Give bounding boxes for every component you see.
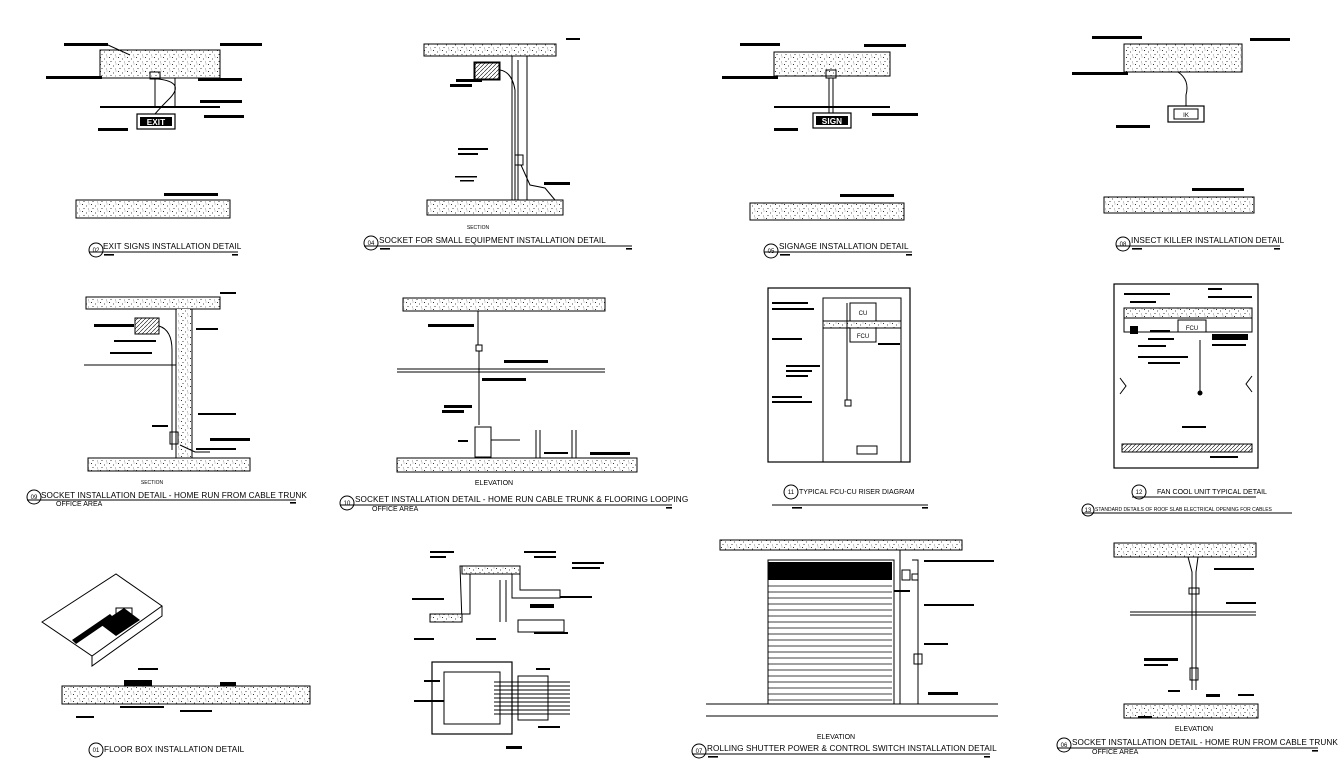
detail-12-fan-coil-unit: FCU 12 FAN COOL UNIT TYPICAL DETAIL 13 S… (1081, 283, 1292, 517)
exit-sign-text: EXIT (147, 118, 166, 127)
svg-text:FCU: FCU (857, 334, 869, 340)
detail-08-insect-killer: IK 08 INSECT KILLER INSTALLATION DETAIL (1072, 36, 1290, 252)
detail-09-title: SOCKET INSTALLATION DETAIL - HOME RUN FR… (41, 491, 307, 500)
detail-01-title: FLOOR BOX INSTALLATION DETAIL (104, 745, 245, 754)
svg-text:SECTION: SECTION (141, 480, 164, 486)
detail-13-title: STANDARD DETAILS OF ROOF SLAB ELECTRICAL… (1095, 507, 1273, 513)
svg-text:10: 10 (344, 501, 351, 507)
svg-text:12: 12 (1136, 490, 1143, 496)
detail-05-title: SIGNAGE INSTALLATION DETAIL (779, 242, 909, 251)
detail-11-title: TYPICAL FCU-CU RISER DIAGRAM (799, 489, 915, 496)
detail-07-title: ROLLING SHUTTER POWER & CONTROL SWITCH I… (707, 744, 997, 753)
detail-roof-opening-plan (412, 551, 604, 749)
detail-09-subtitle: OFFICE AREA (56, 501, 103, 508)
detail-02-title: EXIT SIGNS INSTALLATION DETAIL (103, 242, 242, 251)
svg-text:FCU: FCU (1186, 326, 1198, 332)
detail-02-exit-sign: EXIT 02 EXIT SIGNS INSTALLATION DETAIL (46, 43, 262, 258)
svg-text:04: 04 (368, 241, 375, 247)
detail-07-rolling-shutter: ELEVATION ELEVATION 07 ROLLING SHUTTER P… (691, 539, 998, 759)
detail-01-floor-box: 01 FLOOR BOX INSTALLATION DETAIL (41, 573, 311, 758)
detail-09-socket-home-run: SECTION 09 SOCKET INSTALLATION DETAIL - … (26, 292, 307, 508)
detail-10-title: SOCKET INSTALLATION DETAIL - HOME RUN CA… (355, 495, 688, 504)
detail-10-subtitle: OFFICE AREA (372, 506, 419, 513)
svg-text:CU: CU (859, 311, 868, 317)
svg-text:02: 02 (93, 248, 100, 254)
svg-text:13: 13 (1085, 508, 1092, 514)
svg-text:ELEVATION: ELEVATION (817, 734, 855, 741)
signage-text: SIGN (822, 117, 842, 126)
svg-text:ELEVATION: ELEVATION (1175, 726, 1213, 733)
svg-text:ELEVATION: ELEVATION (817, 566, 855, 573)
svg-text:09: 09 (31, 495, 38, 501)
detail-06-socket-home-run-elevation: ELEVATION 06 SOCKET INSTALLATION DETAIL … (1056, 542, 1338, 756)
detail-05-signage: SIGN 05 SIGNAGE INSTALLATION DETAIL (722, 43, 918, 259)
detail-06-subtitle: OFFICE AREA (1092, 749, 1139, 756)
detail-10-socket-floor-looping: ELEVATION 10 SOCKET INSTALLATION DETAIL … (339, 297, 688, 513)
svg-text:SECTION: SECTION (467, 225, 490, 231)
detail-04-title: SOCKET FOR SMALL EQUIPMENT INSTALLATION … (379, 236, 606, 245)
detail-08-title: INSECT KILLER INSTALLATION DETAIL (1131, 236, 1285, 245)
detail-06-title: SOCKET INSTALLATION DETAIL - HOME RUN FR… (1072, 738, 1338, 747)
detail-12-title: FAN COOL UNIT TYPICAL DETAIL (1157, 489, 1267, 496)
detail-04-socket-small-equipment: SECTION 04 SOCKET FOR SMALL EQUIPMENT IN… (363, 38, 632, 251)
detail-11-fcu-cu-riser: CU FCU 11 TYPICAL FCU-CU RISER DIAGRAM (767, 287, 928, 509)
svg-text:01: 01 (93, 748, 100, 754)
svg-text:08: 08 (1120, 242, 1127, 248)
insect-killer-label: IK (1183, 113, 1189, 119)
svg-text:ELEVATION: ELEVATION (475, 480, 513, 487)
svg-text:11: 11 (788, 490, 795, 496)
svg-text:06: 06 (1061, 743, 1068, 749)
svg-text:07: 07 (696, 749, 703, 755)
